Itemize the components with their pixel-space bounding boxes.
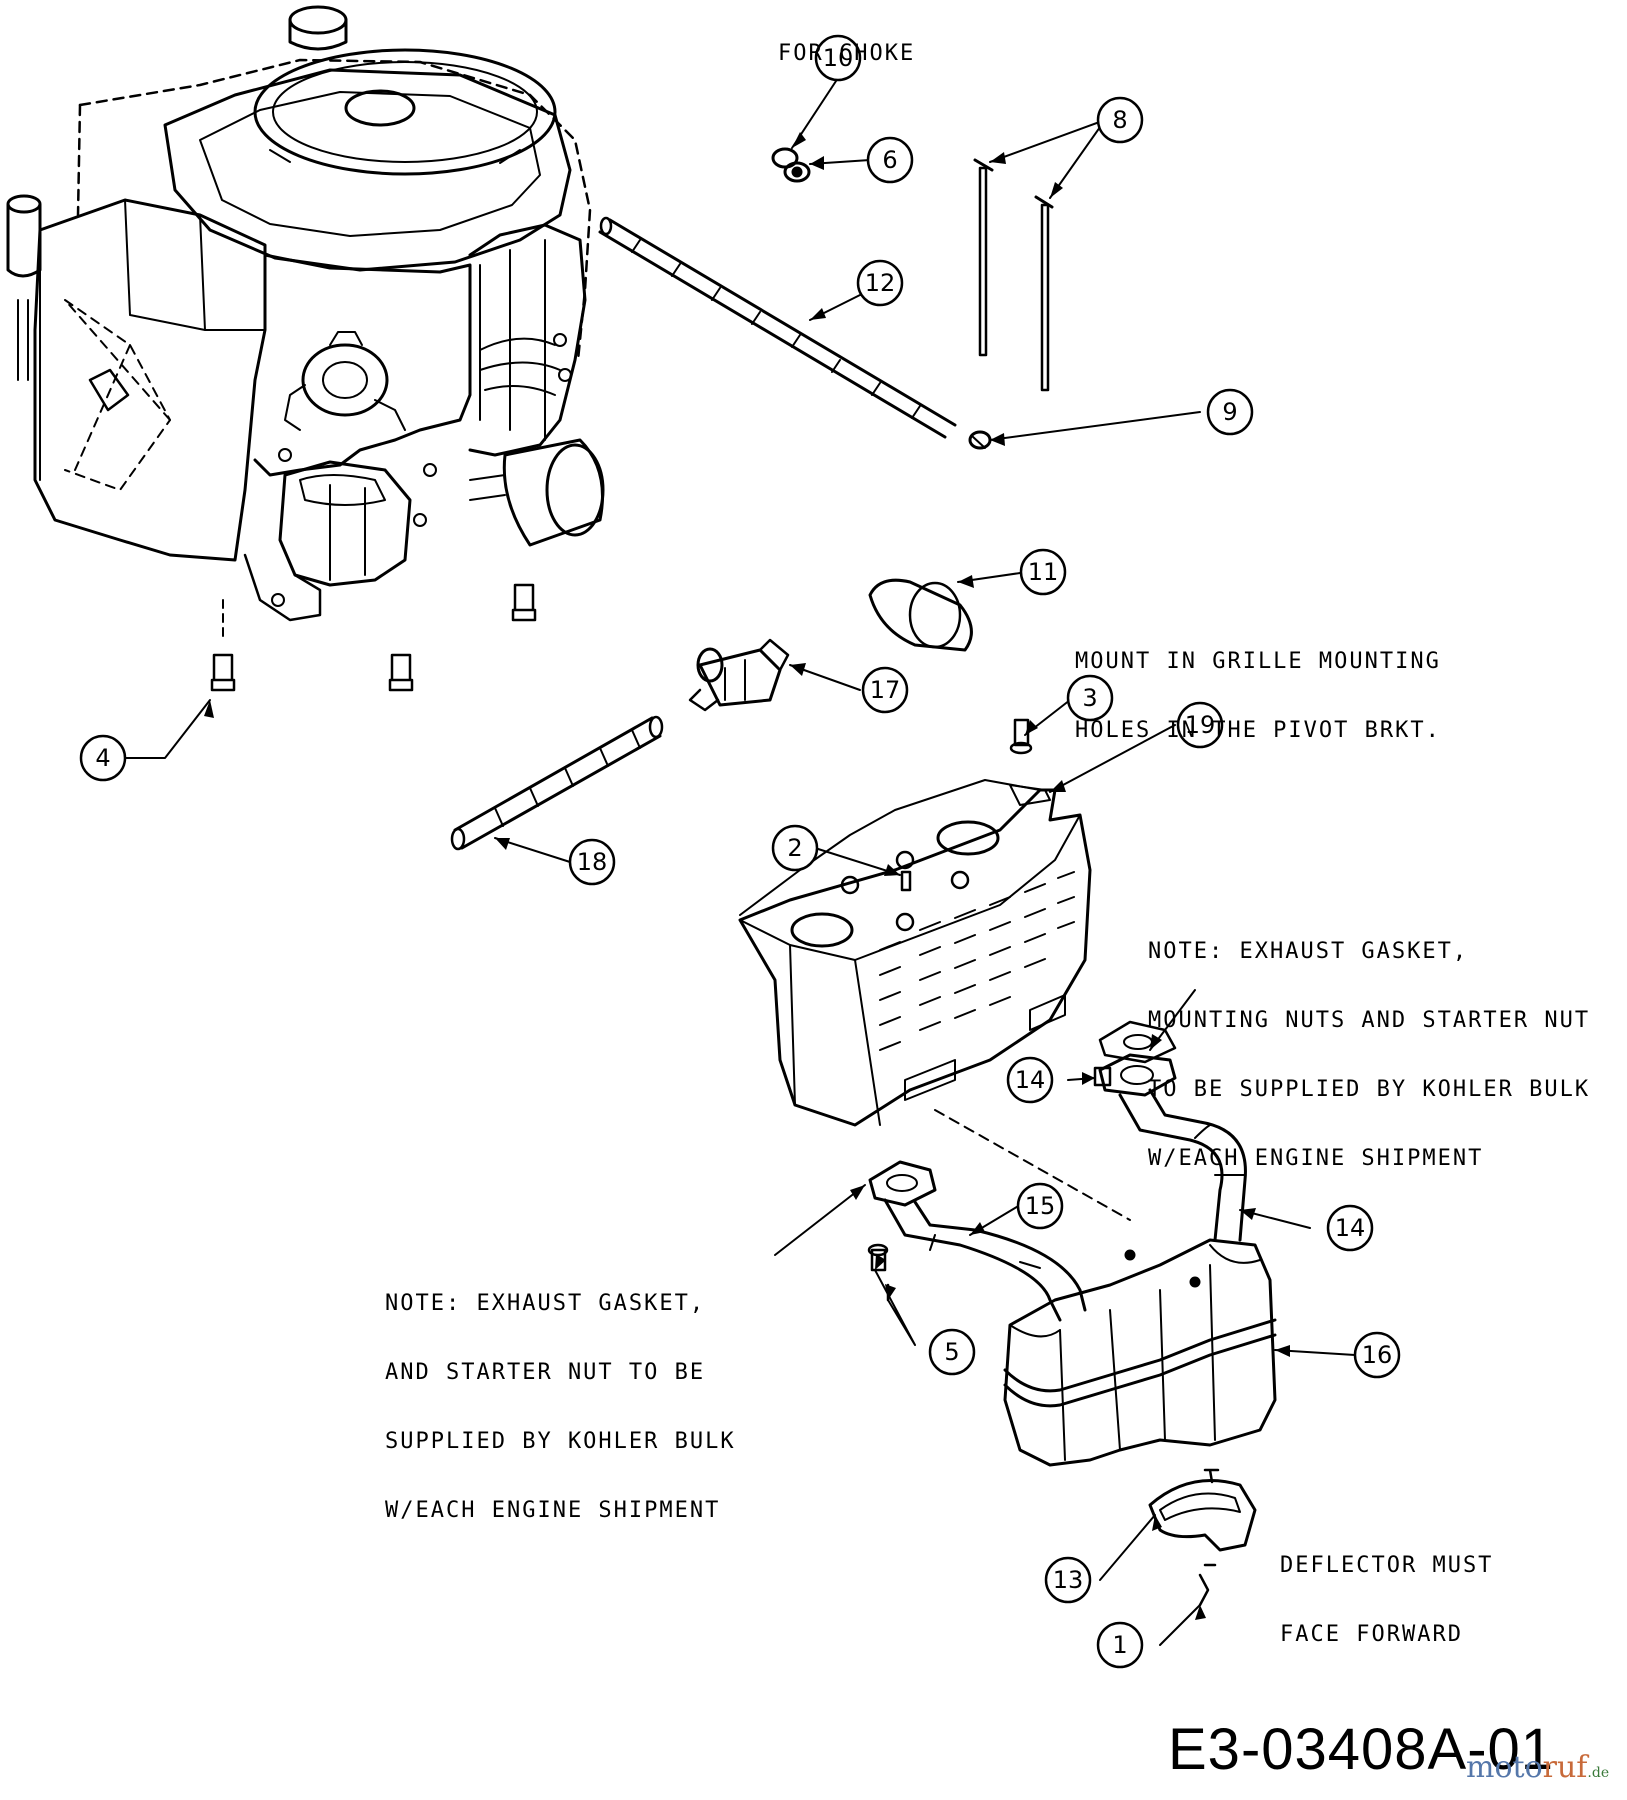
fuel-line: [598, 216, 957, 439]
callout-c5: 5: [928, 1328, 976, 1376]
spacer-rods: [973, 158, 1054, 392]
callout-number: 9: [1222, 398, 1237, 426]
callout-circle: [1326, 1204, 1374, 1252]
callout-circle: [1006, 1056, 1054, 1104]
callout-number: 13: [1053, 1566, 1084, 1594]
callout-c17: 17: [861, 666, 909, 714]
callout-circle: [568, 838, 616, 886]
callout-bubbles: 10 6 8 12 9 11 17 4 3 19 2 18 14 15 14 5 16 13 1: [79, 34, 1401, 1669]
note-deflector: DEFLECTOR MUST FACE FORWARD: [1280, 1553, 1494, 1647]
callout-c13: 13: [1044, 1556, 1092, 1604]
callout-c14a: 14: [1006, 1056, 1054, 1104]
callout-circle: [1176, 701, 1224, 749]
muffler-heat-shield: [738, 718, 1131, 1221]
callout-number: 10: [823, 44, 854, 72]
callout-number: 16: [1362, 1341, 1393, 1369]
callout-number: 12: [865, 269, 896, 297]
callout-c8: 8: [1096, 96, 1144, 144]
callout-number: 5: [944, 1338, 959, 1366]
callout-number: 14: [1015, 1066, 1046, 1094]
callout-c2: 2: [771, 824, 819, 872]
note-choke: FOR CHOKE: [778, 41, 916, 66]
callout-circle: [928, 1328, 976, 1376]
callout-c15: 15: [1016, 1182, 1064, 1230]
spark-deflector: [1148, 1468, 1257, 1607]
callout-c4: 4: [79, 734, 127, 782]
callout-circle: [1044, 1556, 1092, 1604]
note-exhaust-gasket-upper: NOTE: EXHAUST GASKET, MOUNTING NUTS AND …: [1148, 939, 1591, 1171]
fuel-filter: [868, 578, 973, 652]
callout-number: 3: [1082, 684, 1097, 712]
callout-number: 2: [787, 834, 802, 862]
callout-circle: [1353, 1331, 1401, 1379]
fuel-hose: [450, 715, 664, 851]
note-exhaust-gasket-lower: NOTE: EXHAUST GASKET, AND STARTER NUT TO…: [385, 1291, 736, 1523]
callout-number: 4: [95, 744, 110, 772]
hose-clamp: [968, 430, 992, 450]
callout-number: 1: [1112, 1631, 1127, 1659]
callout-c9: 9: [1206, 388, 1254, 436]
callout-c11: 11: [1019, 548, 1067, 596]
callout-number: 19: [1185, 711, 1216, 739]
choke-clamp: [771, 147, 811, 183]
note-mount-grille: MOUNT IN GRILLE MOUNTING HOLES IN THE PI…: [1075, 649, 1441, 743]
callout-number: 6: [882, 146, 897, 174]
callout-circle: [771, 824, 819, 872]
callout-c12: 12: [856, 259, 904, 307]
callout-c14b: 14: [1326, 1204, 1374, 1252]
callout-circle: [814, 34, 862, 82]
callout-circle: [1019, 548, 1067, 596]
callout-circle: [1066, 674, 1114, 722]
engine-mounting-bolts: [210, 583, 537, 692]
callout-circle: [861, 666, 909, 714]
callout-number: 11: [1028, 558, 1059, 586]
callout-c6: 6: [866, 136, 914, 184]
callout-c18: 18: [568, 838, 616, 886]
callout-leaders: [124, 77, 1356, 1646]
callout-circle: [1016, 1182, 1064, 1230]
engine-illustration: [6, 5, 605, 622]
callout-number: 15: [1025, 1192, 1056, 1220]
callout-circle: [1096, 1621, 1144, 1669]
callout-arrowheads: [204, 132, 1290, 1620]
callout-number: 18: [577, 848, 608, 876]
callout-circle: [856, 259, 904, 307]
callout-c1: 1: [1096, 1621, 1144, 1669]
callout-circle: [1206, 388, 1254, 436]
watermark-logo: motoruf.de: [1466, 1750, 1610, 1785]
callout-c3: 3: [1066, 674, 1114, 722]
fuel-shutoff-valve: [688, 638, 790, 712]
callout-circle: [866, 136, 914, 184]
callout-number: 8: [1112, 106, 1127, 134]
callout-c19: 19: [1176, 701, 1224, 749]
callout-c10: 10: [814, 34, 862, 82]
callout-c16: 16: [1353, 1331, 1401, 1379]
drawing-number: E3-03408A-01: [1168, 1717, 1555, 1782]
muffler: [1003, 1238, 1277, 1467]
callout-number: 14: [1335, 1214, 1366, 1242]
callout-circle: [1096, 96, 1144, 144]
callout-number: 17: [870, 676, 901, 704]
callout-circle: [79, 734, 127, 782]
